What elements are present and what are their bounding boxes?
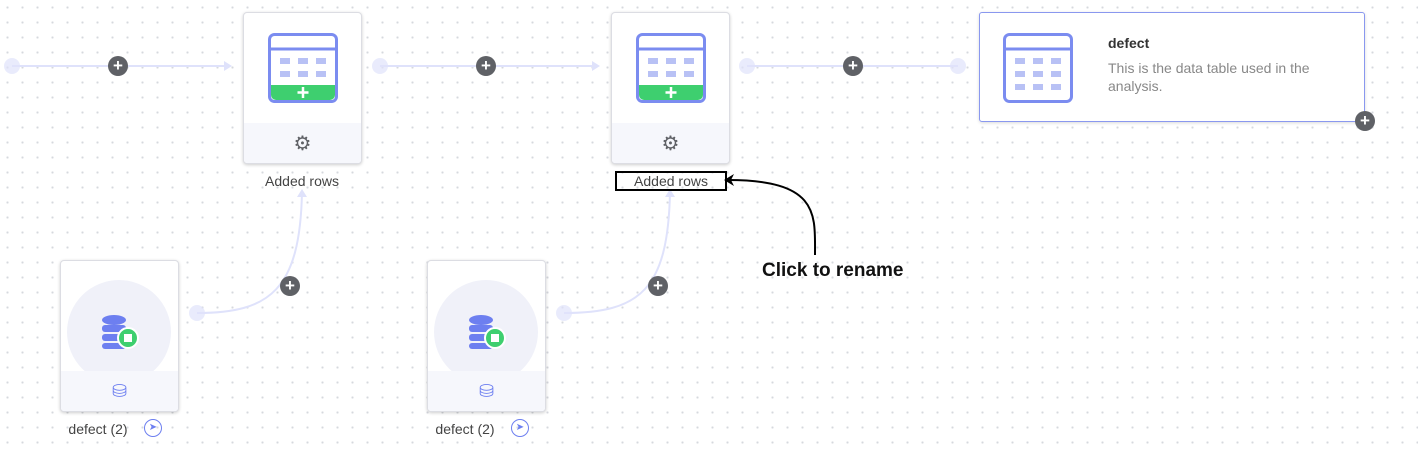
database-refresh-icon: ⛁ (111, 380, 128, 401)
table-icon (1003, 33, 1073, 103)
table-title: defect (1108, 35, 1150, 51)
navigate-icon[interactable]: ➤ (511, 419, 529, 437)
output-table-node[interactable]: defect This is the data table used in th… (979, 12, 1365, 122)
gear-icon[interactable]: ⚙ (661, 132, 680, 155)
node-label-rename[interactable]: Added rows (615, 171, 727, 191)
add-step-button[interactable]: + (280, 276, 300, 296)
add-rows-table-icon (636, 33, 706, 103)
node-label[interactable]: Added rows (265, 173, 339, 189)
database-icon (434, 280, 538, 384)
add-step-button[interactable]: + (108, 56, 128, 76)
node-label[interactable]: defect (2) (68, 421, 128, 437)
added-rows-node[interactable]: ⚙ (611, 12, 730, 164)
add-step-button[interactable]: + (1355, 111, 1375, 131)
database-icon (67, 280, 171, 384)
node-label[interactable]: defect (2) (435, 421, 495, 437)
add-step-button[interactable]: + (843, 56, 863, 76)
annotation-arrow (727, 179, 817, 256)
data-source-node[interactable]: ⛁ (427, 260, 546, 412)
gear-icon[interactable]: ⚙ (293, 132, 312, 155)
add-step-button[interactable]: + (648, 276, 668, 296)
database-refresh-icon: ⛁ (478, 380, 495, 401)
navigate-icon[interactable]: ➤ (144, 419, 162, 437)
data-source-node[interactable]: ⛁ (60, 260, 179, 412)
add-step-button[interactable]: + (476, 56, 496, 76)
table-description: This is the data table used in the analy… (1108, 60, 1310, 94)
added-rows-node[interactable]: ⚙ (243, 12, 362, 164)
annotation-text: Click to rename (762, 260, 904, 281)
add-rows-table-icon (268, 33, 338, 103)
